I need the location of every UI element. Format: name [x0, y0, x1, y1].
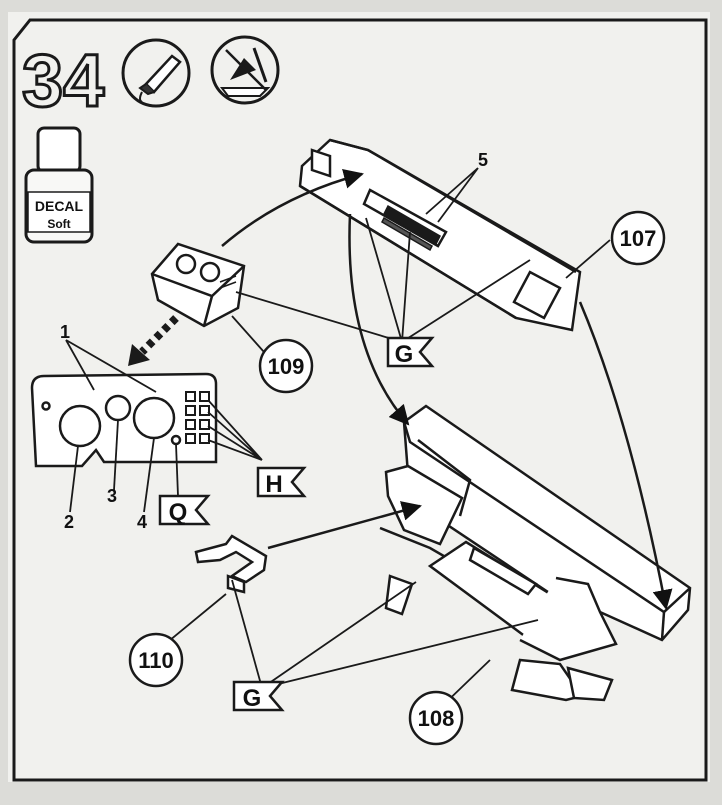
paint-brush-no-icon [210, 35, 280, 105]
decal-callout-5: 5 [478, 150, 488, 170]
part-label-109: 109 [268, 354, 305, 379]
leader-lines [65, 167, 611, 713]
part-109-gauge-block [150, 242, 246, 328]
decal-callout-2: 2 [64, 512, 74, 532]
switch-grid [185, 391, 210, 444]
part-label-107: 107 [620, 226, 657, 251]
part-callout-107: 107 [610, 210, 666, 266]
part-107-dash-face [298, 138, 582, 332]
decal-callout-4: 4 [137, 512, 147, 532]
panel-border [12, 18, 708, 782]
step-number: 34 [22, 39, 104, 122]
paint-flag-q: Q [158, 494, 211, 526]
paint-code-g-bottom: G [243, 685, 262, 712]
paint-code-q: Q [169, 499, 188, 526]
part-label-110: 110 [138, 648, 174, 673]
instrument-panel-decal-view [30, 372, 218, 468]
paint-code-h: H [265, 471, 282, 498]
part-callout-109: 109 [258, 338, 314, 394]
part-callout-108: 108 [408, 690, 464, 746]
dash-keypad [381, 204, 441, 252]
decal-callout-3: 3 [107, 486, 117, 506]
glue-tube-icon [121, 38, 191, 108]
part-callout-110: 110 [128, 632, 184, 688]
paint-flag-h: H [256, 466, 307, 498]
assembly-arrows [221, 169, 673, 610]
decal-callout-1: 1 [60, 322, 70, 342]
part-label-108: 108 [418, 706, 455, 731]
paint-code-g-top: G [395, 341, 414, 368]
paint-flag-g-bottom: G [232, 680, 285, 712]
dashed-arrow [128, 315, 179, 366]
decal-soft-bottle-icon: DECAL Soft [24, 126, 94, 244]
paint-flag-g-top: G [386, 336, 435, 368]
decal-soft-label: Soft [47, 217, 70, 231]
part-110-bracket [194, 534, 268, 594]
part-108-dashboard-base [379, 404, 692, 702]
decal-label: DECAL [35, 198, 84, 214]
